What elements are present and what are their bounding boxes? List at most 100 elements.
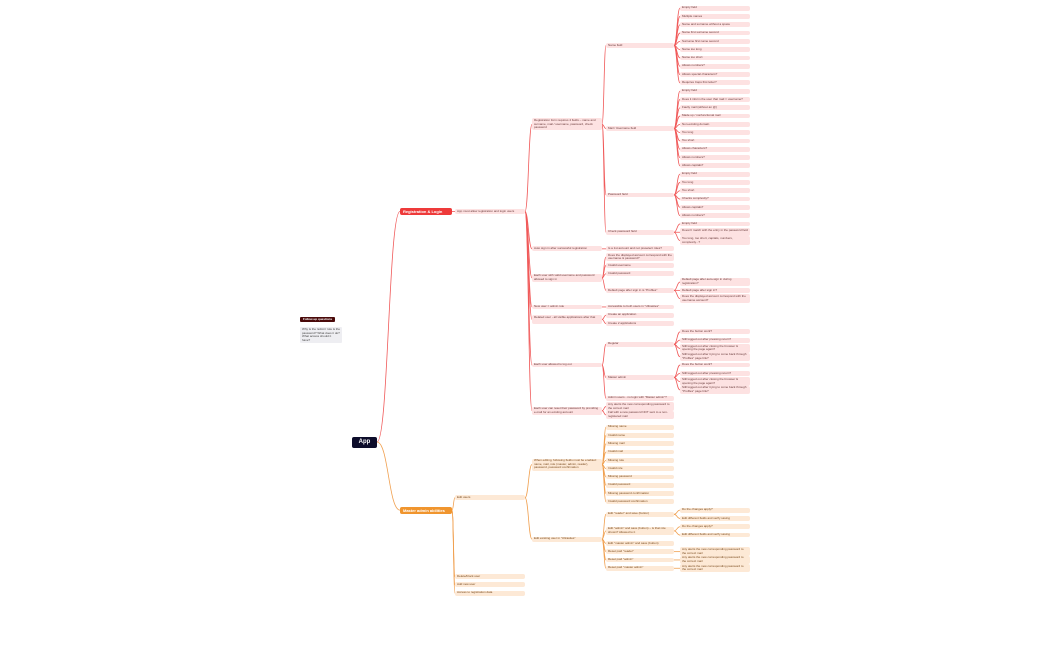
- node-non-existing-domain[interactable]: Non-existing domain: [680, 121, 750, 127]
- node-do-the-changes-apply[interactable]: Do the changes apply?: [680, 507, 750, 513]
- follow-up-questions-note[interactable]: Why is the 'admin' role is the password?…: [300, 327, 342, 344]
- node-still-logged-out-after-closing-the-brows[interactable]: Still logged out after closing the brows…: [680, 344, 750, 353]
- node-when-editing-following-fields-must-be-en[interactable]: When editing, following fields must be e…: [532, 458, 602, 471]
- node-edit-master-admin-and-save-button[interactable]: Edit "master admin" and save (button): [606, 540, 674, 546]
- node-admin-users-no-login-with-master-admin[interactable]: Admin users - no login with "Master admi…: [606, 395, 674, 401]
- node-reset-pwd-master-admin[interactable]: Reset pwd "master admin": [606, 565, 674, 571]
- branch-master-admin-abilities[interactable]: Master admin abilities: [400, 506, 452, 514]
- node-any-alerts-the-new-corresponding-passwor[interactable]: Any alerts the new corresponding passwor…: [680, 555, 750, 565]
- node-does-the-button-work[interactable]: Does the button work?: [680, 329, 750, 335]
- node-faulty-mail-without-an[interactable]: Faulty mail (without an @): [680, 105, 750, 111]
- node-does-the-button-work[interactable]: Does the button work?: [680, 362, 750, 368]
- node-edit-existing-user-in-ultrasites[interactable]: Edit existing user in "Ultrasites": [532, 536, 602, 542]
- node-allows-numbers[interactable]: Allows numbers?: [680, 213, 750, 219]
- node-any-alerts-the-new-corresponding-passwor[interactable]: Any alerts the new corresponding passwor…: [606, 402, 674, 411]
- node-edit-admin-and-save-button-is-that-role-[interactable]: Edit "admin" and save (button) – is that…: [606, 526, 674, 536]
- node-made-up-nonfunctional-mail[interactable]: Made up / nonfunctional mail: [680, 113, 750, 119]
- node-edit-different-fields-and-verify-saving[interactable]: Edit different fields and verify saving: [680, 532, 750, 538]
- node-still-logged-out-after-pressing-return[interactable]: Still logged out after pressing return?: [680, 370, 750, 376]
- node-name-and-surname-without-a-space[interactable]: Name and surname without a space: [680, 22, 750, 28]
- node-name-too-long[interactable]: Name too long: [680, 47, 750, 53]
- follow-up-questions-tag[interactable]: Follow-up questions: [300, 317, 336, 322]
- node-checks-complexity[interactable]: Checks complexity?: [680, 196, 750, 202]
- node-is-a-1st-account-and-not-preselect-roles[interactable]: Is a 1st account and not preselect roles…: [606, 246, 674, 252]
- node-invalid-password-confirmation[interactable]: Invalid password confirmation: [606, 499, 674, 505]
- node-allows-capitals[interactable]: Allows capitals?: [680, 204, 750, 210]
- node-mail-username-field[interactable]: Mail / Username field: [606, 126, 674, 131]
- node-invalid-name[interactable]: Invalid name: [606, 433, 674, 438]
- node-master-admin[interactable]: Master admin: [606, 375, 674, 380]
- node-still-logged-out-after-closing-the-brows[interactable]: Still logged out after closing the brows…: [680, 377, 750, 386]
- node-invalid-password[interactable]: Invalid password: [606, 271, 674, 277]
- node-related-user-all-visible-applications-af[interactable]: Related user - all visible applications …: [532, 315, 602, 324]
- node-allows-special-characters[interactable]: Allows special characters?: [680, 72, 750, 77]
- node-missing-mail[interactable]: Missing mail: [606, 441, 674, 447]
- node-edit-different-fields-and-verify-saving[interactable]: Edit different fields and verify saving: [680, 516, 750, 521]
- node-doesn-t-match-with-the-entry-in-the-pass[interactable]: Doesn't match with the entry in the pass…: [680, 228, 750, 237]
- node-still-logged-out-after-trying-to-come-ba[interactable]: Still logged out after trying to come ba…: [680, 352, 750, 361]
- node-surname-first-name-second[interactable]: Surname first name second: [680, 38, 750, 44]
- node-regular[interactable]: Regular: [606, 341, 674, 347]
- node-delete-block-user[interactable]: Delete/block user: [455, 574, 525, 579]
- node-any-alerts-the-new-corresponding-passwor[interactable]: Any alerts the new corresponding passwor…: [680, 564, 750, 573]
- node-edit-users[interactable]: Edit users: [455, 495, 525, 501]
- node-reset-pwd-reader[interactable]: Reset pwd "reader": [606, 549, 674, 555]
- branch-registration-login[interactable]: Registration & Login: [400, 208, 452, 215]
- node-missing-role[interactable]: Missing role: [606, 457, 674, 463]
- node-fail-with-a-new-password-not-sent-to-a-n[interactable]: Fail with a new password NOT sent to a n…: [606, 410, 674, 420]
- node-requires-caps-first-letter[interactable]: Requires Caps first letter?: [680, 80, 750, 86]
- node-default-page-after-sign-in[interactable]: Default page after sign in?: [680, 287, 750, 293]
- node-invalid-password[interactable]: Invalid password: [606, 482, 674, 488]
- node-name-too-short[interactable]: Name too short: [680, 55, 750, 61]
- node-reset-pwd-admin[interactable]: Reset pwd "admin": [606, 557, 674, 563]
- node-still-logged-out-after-trying-to-come-ba[interactable]: Still logged out after trying to come ba…: [680, 385, 750, 395]
- node-too-long-too-short-capitals-numbers-comp[interactable]: Too long, too short, capitals, numbers, …: [680, 236, 750, 245]
- node-any-alerts-the-new-corresponding-passwor[interactable]: Any alerts the new corresponding passwor…: [680, 547, 750, 556]
- node-does-the-displayed-account-correspond-wi[interactable]: Does the displayed account correspond wi…: [606, 252, 674, 262]
- node-empty-field[interactable]: Empty field: [680, 171, 750, 177]
- node-default-page-after-auto-sign-in-during-r[interactable]: Default page after auto-sign in during r…: [680, 277, 750, 287]
- node-check-password-field[interactable]: Check password field: [606, 229, 674, 235]
- node-auto-sign-in-after-successful-registrati[interactable]: Auto sign in after successful registrati…: [532, 246, 602, 252]
- node-name-field[interactable]: Name field: [606, 43, 674, 48]
- node-do-the-changes-apply[interactable]: Do the changes apply?: [680, 524, 750, 530]
- node-access-to-registration-data[interactable]: Access to registration data: [455, 590, 525, 596]
- node-empty-field[interactable]: Empty field: [680, 221, 750, 227]
- node-each-user-with-valid-username-and-passwo[interactable]: Each user with valid username and passwo…: [532, 273, 602, 283]
- node-invalid-mail[interactable]: Invalid mail: [606, 449, 674, 455]
- node-still-logged-out-after-pressing-return[interactable]: Still logged out after pressing return?: [680, 337, 750, 343]
- node-accessible-to-both-users-in-ultrasites[interactable]: Accessible to both users in "Ultrasites": [606, 304, 674, 310]
- node-empty-field[interactable]: Empty field: [680, 88, 750, 94]
- node-each-user-allowed-to-log-out[interactable]: Each user allowed to log out: [532, 362, 602, 368]
- node-empty-field[interactable]: Empty field: [680, 5, 750, 11]
- node-create-an-application[interactable]: Create an application: [606, 312, 674, 318]
- node-name-first-surname-second[interactable]: Name first surname second: [680, 30, 750, 36]
- node-does-the-displayed-account-correspond-wi[interactable]: Does the displayed account correspond wi…: [680, 294, 750, 303]
- node-registration-form-requires-4-fields-name[interactable]: Registration form requires 4 fields – na…: [532, 118, 602, 131]
- node-allows-numbers[interactable]: Allows numbers?: [680, 63, 750, 69]
- node-add-new-user[interactable]: Add new user: [455, 582, 525, 588]
- node-new-user-admin-role[interactable]: New user = admin role: [532, 304, 602, 310]
- node-invalid-role[interactable]: Invalid role: [606, 466, 674, 472]
- node-too-long[interactable]: Too long: [680, 180, 750, 185]
- node-does-it-inform-the-user-that-mail-userna[interactable]: Does it inform the user that mail = user…: [680, 97, 750, 102]
- node-allows-characters[interactable]: Allows characters?: [680, 146, 750, 152]
- node-missing-password-confirmation[interactable]: Missing password confirmation: [606, 491, 674, 496]
- node-app-must-allow-registration-and-login-us[interactable]: App must allow registration and login us…: [455, 209, 525, 214]
- node-multiple-names[interactable]: Multiple names: [680, 14, 750, 19]
- node-too-long[interactable]: Too long: [680, 130, 750, 136]
- mindmap-root[interactable]: App: [352, 436, 377, 448]
- node-invalid-username[interactable]: Invalid username: [606, 263, 674, 268]
- node-missing-password[interactable]: Missing password: [606, 474, 674, 480]
- node-create-2-applications[interactable]: Create 2 applications: [606, 321, 674, 326]
- node-allows-numbers[interactable]: Allows numbers?: [680, 155, 750, 160]
- node-default-page-after-sign-in-is-profiles[interactable]: Default page after sign in is "Profiles": [606, 287, 674, 293]
- connector-line: [673, 364, 681, 378]
- node-missing-name[interactable]: Missing name: [606, 424, 674, 430]
- node-allows-capitals[interactable]: Allows capitals?: [680, 163, 750, 169]
- node-too-short[interactable]: Too short: [680, 138, 750, 144]
- node-each-user-can-reset-their-password-by-pr[interactable]: Each user can reset their password by pr…: [532, 406, 602, 415]
- node-too-short[interactable]: Too short: [680, 188, 750, 194]
- node-edit-reader-and-save-button[interactable]: Edit "reader" and save (button): [606, 511, 674, 517]
- node-password-field[interactable]: Password field: [606, 192, 674, 198]
